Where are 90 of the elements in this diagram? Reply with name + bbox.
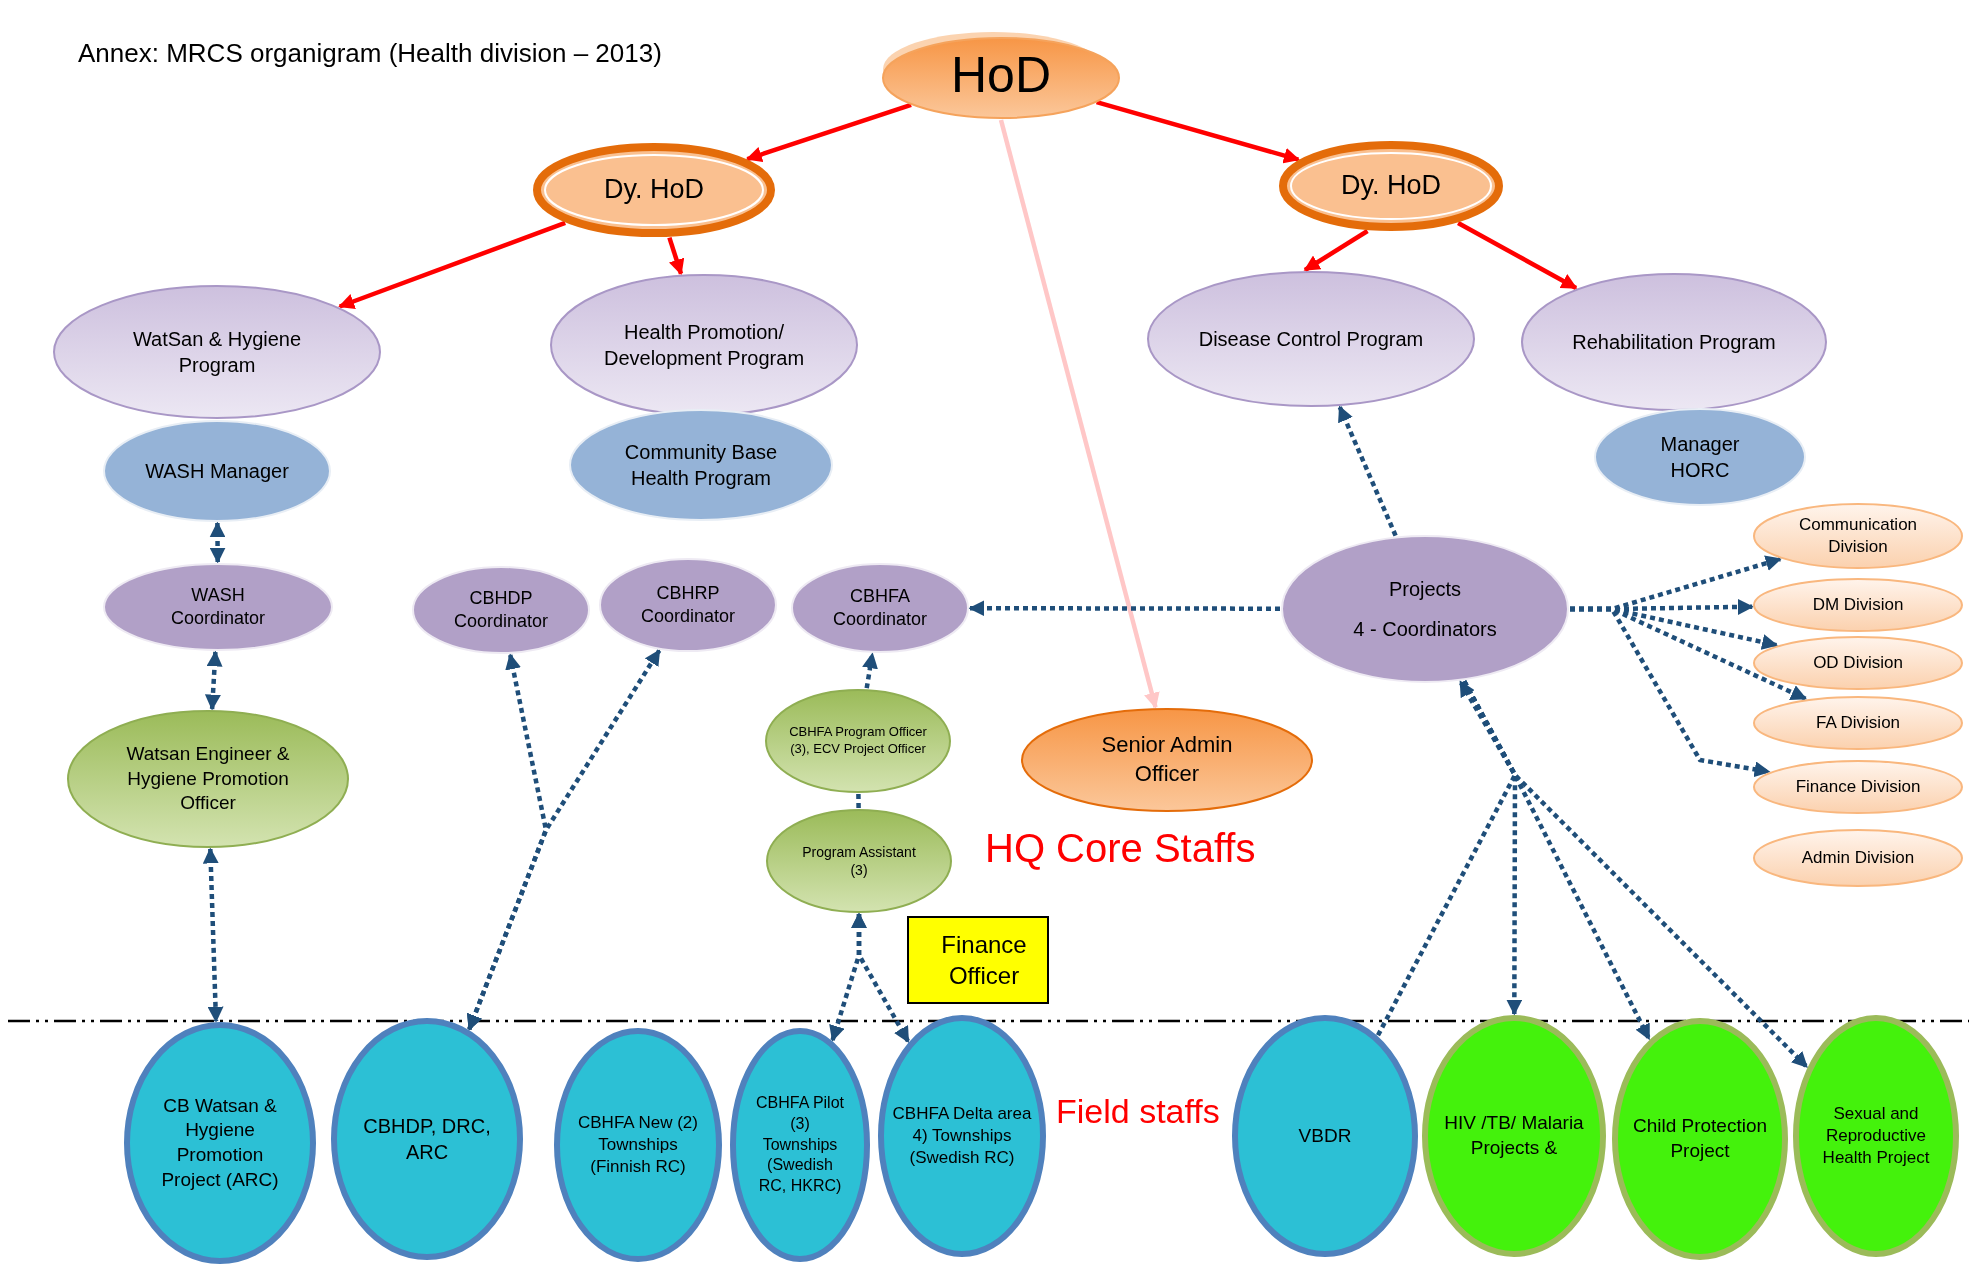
node-label: CBHFA New (2) Townships (Finnish RC) — [577, 1111, 699, 1179]
node-label: CBHFA Program Officer (3), ECV Project Officer — [788, 724, 928, 758]
field-ellipse — [330, 1017, 524, 1261]
node-label: DM Division — [1812, 593, 1904, 616]
node-label: CBHDP, DRC, ARC — [362, 1114, 492, 1165]
division-ellipse — [1752, 502, 1964, 570]
node-label: WatSan & Hygiene Program — [131, 327, 303, 378]
arrow — [1303, 229, 1369, 272]
deputy-ellipse — [532, 142, 776, 238]
division-ellipse — [1752, 635, 1964, 691]
node-label: Rehabilitation Program — [1572, 330, 1776, 355]
node-label: WASH Coordinator — [169, 583, 267, 630]
division-ellipse — [1752, 828, 1964, 888]
node-label: 4 - Coordinators — [1353, 617, 1497, 642]
field-ellipse — [123, 1021, 317, 1265]
node-label: Dy. HoD — [1341, 169, 1441, 203]
head-ellipse — [881, 30, 1121, 120]
section-label: Field staffs — [1056, 1092, 1220, 1131]
dotted-arrow — [851, 912, 911, 1043]
coordinator-ellipse — [102, 562, 334, 652]
node-label: WASH Manager — [145, 459, 289, 484]
node-label: Child Protection Project — [1631, 1114, 1769, 1163]
field-ellipse — [1231, 1014, 1419, 1258]
node-label: Communication Division — [1797, 513, 1919, 558]
division-ellipse — [1752, 759, 1964, 815]
arrow — [338, 220, 566, 309]
node-label: CBHFA Pilot (3) Townships (Swedish RC, HKRC) — [755, 1093, 845, 1197]
manager-ellipse — [568, 408, 834, 522]
node-label: Finance Officer — [940, 929, 1028, 991]
dotted-arrow — [467, 649, 662, 1031]
node-label: OD Division — [1813, 651, 1903, 674]
node-label: HIV /TB/ Malaria Projects & — [1444, 1111, 1584, 1160]
node-label: CBHRP Coordinator — [639, 581, 737, 628]
dotted-arrow — [1462, 680, 1809, 1069]
dotted-arrow — [1570, 606, 1771, 778]
node-label: CBHFA Delta area 4) Townships (Swedish RC) — [892, 1102, 1032, 1170]
dotted-arrow — [862, 652, 878, 689]
dotted-arrow — [968, 600, 1280, 617]
division-ellipse — [1752, 577, 1964, 633]
node-label: HoD — [951, 45, 1051, 105]
node-label: Dy. HoD — [604, 173, 704, 207]
arrow — [998, 119, 1160, 709]
admin-ellipse — [1020, 707, 1314, 813]
staff-ellipse — [765, 808, 953, 914]
node-label: VBDR — [1298, 1123, 1352, 1148]
staff-ellipse — [66, 709, 350, 849]
coordinator-ellipse — [411, 565, 591, 655]
arrow — [1457, 221, 1578, 290]
deputy-ellipse — [1278, 140, 1504, 232]
arrow — [1096, 100, 1300, 164]
field-ellipse — [1611, 1017, 1789, 1261]
node-label: Admin Division — [1801, 846, 1915, 869]
node-label: Projects — [1388, 577, 1462, 602]
node-label: CBHFA Coordinator — [831, 584, 929, 631]
dotted-arrow — [204, 650, 223, 711]
manager-ellipse — [102, 419, 332, 523]
dotted-arrow — [202, 847, 224, 1023]
node-label: Program Assistant (3) — [801, 842, 917, 880]
field-ellipse — [1792, 1014, 1960, 1258]
arrow — [745, 102, 912, 163]
arrow — [667, 236, 685, 276]
node-label: Health Promotion/ Development Program — [602, 320, 806, 371]
node-label: CBHDP Coordinator — [452, 586, 550, 633]
node-label: Senior Admin Officer — [1100, 731, 1234, 788]
dotted-arrow — [209, 521, 226, 564]
node-label: Manager HORC — [1659, 432, 1741, 483]
node-label: CB Watsan & Hygiene Promotion Project (ARC) — [160, 1093, 280, 1192]
coordinator-ellipse — [1280, 534, 1570, 684]
field-ellipse — [877, 1014, 1047, 1258]
staff-ellipse — [764, 688, 952, 794]
node-label: Watsan Engineer & Hygiene Promotion Officer — [125, 741, 291, 816]
diagram-title: Annex: MRCS organigram (Health division – 2013) — [78, 38, 662, 69]
node-label: Sexual and Reproductive Health Project — [1821, 1102, 1931, 1170]
node-label: Community Base Health Program — [623, 440, 779, 491]
node-label: FA Division — [1815, 711, 1901, 734]
program-ellipse — [1146, 270, 1476, 408]
node-label: Finance Division — [1795, 775, 1921, 798]
field-ellipse — [729, 1027, 871, 1263]
coordinator-ellipse — [790, 562, 970, 654]
program-ellipse — [52, 284, 382, 420]
field-ellipse — [553, 1027, 723, 1263]
finance-box — [906, 915, 1050, 1005]
division-ellipse — [1752, 695, 1964, 751]
section-label: HQ Core Staffs — [985, 826, 1256, 871]
field-ellipse — [1421, 1014, 1607, 1258]
dotted-arrow — [1337, 405, 1398, 537]
program-ellipse — [1520, 272, 1828, 412]
coordinator-ellipse — [598, 557, 778, 653]
node-label: Disease Control Program — [1198, 327, 1424, 352]
manager-ellipse — [1593, 407, 1807, 507]
